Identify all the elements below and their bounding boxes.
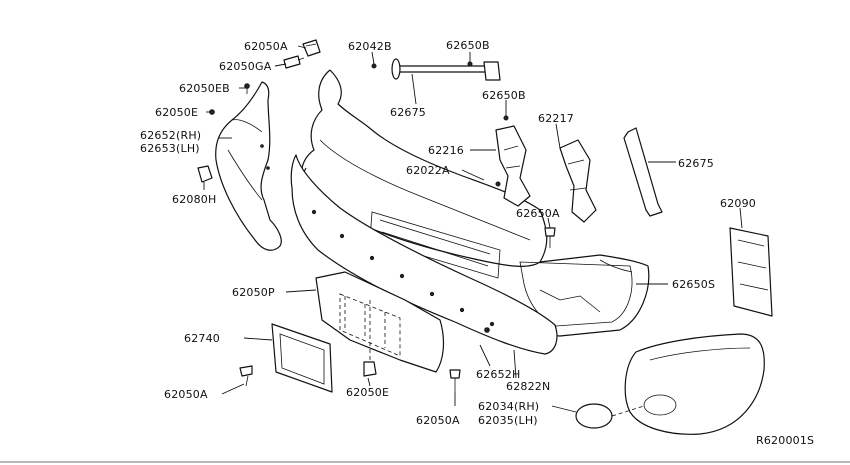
label-62050eb: 62050EB xyxy=(179,82,230,95)
label-62652h: 62652H xyxy=(476,368,520,381)
label-62650a-mid: 62650A xyxy=(516,207,560,220)
bolt-62050eb-part xyxy=(244,83,250,94)
label-62675-top: 62675 xyxy=(390,106,426,119)
label-62050a-left: 62050A xyxy=(164,388,208,401)
bolt-62652h-part xyxy=(484,327,490,333)
lower-grille-62050p-part xyxy=(315,271,445,373)
bracket-62217-part xyxy=(559,139,597,223)
label-62050e-bottom: 62050E xyxy=(346,386,389,399)
label-62050e-left: 62050E xyxy=(155,106,198,119)
label-62650b-mid: 62650B xyxy=(482,89,526,102)
label-62650b-top: 62650B xyxy=(446,39,490,52)
label-62022a: 62022A xyxy=(406,164,450,177)
label-62042b: 62042B xyxy=(348,40,392,53)
label-62217: 62217 xyxy=(538,112,574,125)
reinforcement-bar-62675-top-part xyxy=(371,58,501,81)
label-62653lh: 62653(LH) xyxy=(140,142,200,155)
absorber-62090-part xyxy=(729,227,773,317)
bolt-62050a-bottom-part xyxy=(449,369,461,392)
label-62035lh: 62035(LH) xyxy=(478,414,538,427)
fastener-62050ga-part xyxy=(283,55,305,69)
label-62675-right: 62675 xyxy=(678,157,714,170)
license-plate-bracket-62740-part xyxy=(271,323,333,393)
bolt-62650a-mid-part xyxy=(544,227,556,248)
bolt-62050e-left-part xyxy=(209,109,215,115)
reference-code: R620001S xyxy=(756,434,814,447)
label-62050ga: 62050GA xyxy=(219,60,272,73)
right-bumper-end-part xyxy=(624,333,765,435)
clip-62080h-part xyxy=(197,165,213,183)
part-labels: 62050A 62050GA 62050EB 62050E 62652(RH) … xyxy=(140,39,814,447)
label-62034rh: 62034(RH) xyxy=(478,400,539,413)
label-62216: 62216 xyxy=(428,144,464,157)
label-62050p: 62050P xyxy=(232,286,275,299)
label-62080h: 62080H xyxy=(172,193,216,206)
label-62050a-top: 62050A xyxy=(244,40,288,53)
fog-lamp-cover-part xyxy=(575,403,645,429)
label-62740: 62740 xyxy=(184,332,220,345)
nut-62050e-bottom-part xyxy=(363,300,377,377)
reinforcement-62675-right-part xyxy=(623,127,663,217)
label-62652rh: 62652(RH) xyxy=(140,129,201,142)
label-62650s: 62650S xyxy=(672,278,715,291)
fastener-62050a-top-part xyxy=(302,39,321,57)
label-62822n: 62822N xyxy=(506,380,550,393)
left-bumper-end-part xyxy=(215,81,282,251)
label-62050a-bottom: 62050A xyxy=(416,414,460,427)
bracket-62216-part xyxy=(495,115,531,207)
label-62090: 62090 xyxy=(720,197,756,210)
lower-valance-strip-part xyxy=(290,154,558,355)
bolt-62050a-left-part xyxy=(239,365,253,387)
leader-lines xyxy=(203,45,743,413)
